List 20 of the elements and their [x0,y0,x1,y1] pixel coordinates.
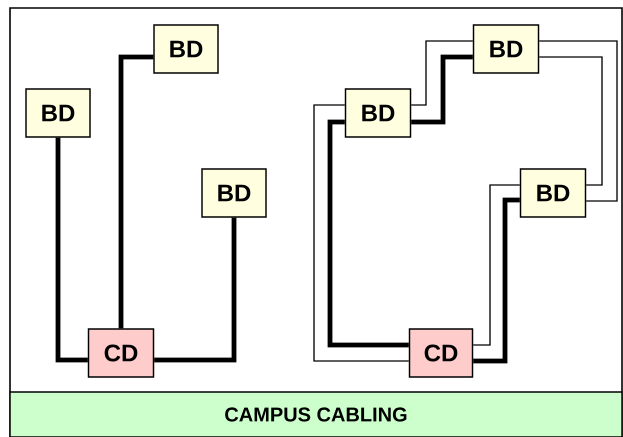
cable-line [411,40,473,106]
cable-line [56,138,88,362]
cable-line [473,184,520,346]
cable-line [328,120,409,348]
building-box: BD [344,88,412,138]
cable-line [539,56,603,186]
building-box: BD [201,168,267,218]
campus-box: CD [88,328,154,378]
building-box: BD [153,24,219,74]
building-box: BD [472,24,540,74]
cable-line [411,54,473,124]
cable-line [473,198,520,364]
title-band: CAMPUS CABLING [9,391,623,437]
cable-line [539,40,618,202]
cable-line [154,218,236,362]
cable-line [118,54,154,328]
building-box: BD [520,168,586,218]
building-box: BD [25,88,91,138]
campus-box: CD [408,328,474,378]
cable-line [313,104,409,362]
